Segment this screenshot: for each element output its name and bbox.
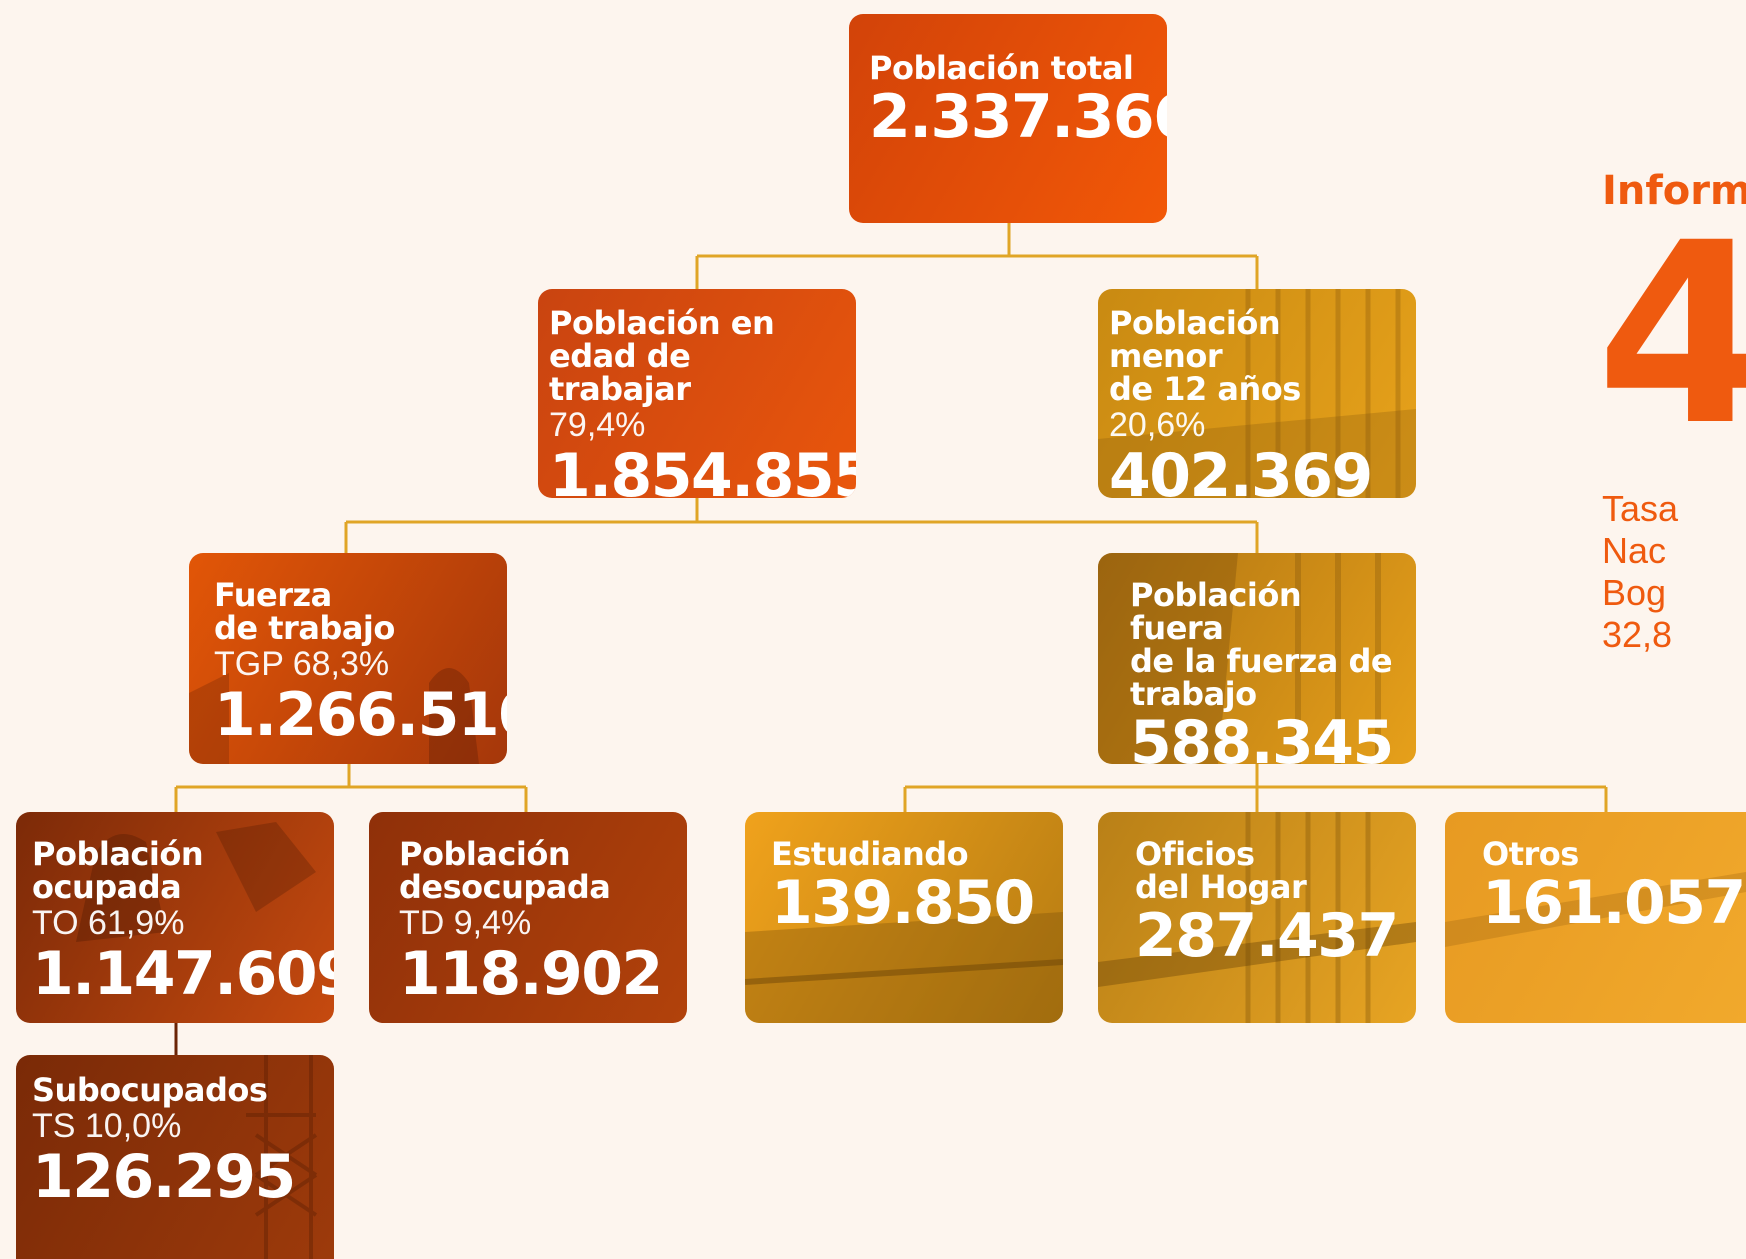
node-value: 402.369: [1109, 441, 1373, 498]
node-value: 161.057: [1482, 868, 1746, 938]
node-rate: TO 61,9%: [32, 904, 185, 942]
node-value: 588.345: [1130, 708, 1394, 764]
node-subocupados: Subocupados TS 10,0% 126.295: [16, 1055, 334, 1259]
node-label: Oficios del Hogar: [1135, 835, 1307, 906]
node-value: 126.295: [32, 1142, 296, 1212]
node-value: 118.902: [399, 939, 663, 1009]
node-poblacion-ocupada: Población ocupada TO 61,9% 1.147.609: [16, 812, 334, 1023]
node-value: 287.437: [1135, 901, 1399, 971]
node-estudiando: Estudiando 139.850: [745, 812, 1063, 1023]
node-oficios-del-hogar: Oficios del Hogar 287.437: [1098, 812, 1416, 1023]
node-value: 2.337.366: [869, 82, 1167, 152]
node-value: 1.854.855: [549, 441, 856, 498]
node-otros: Otros 161.057: [1445, 812, 1746, 1023]
node-poblacion-menor-12: Población menor de 12 años 20,6% 402.369: [1098, 289, 1416, 498]
node-rate: 20,6%: [1109, 406, 1206, 444]
node-label: Población ocupada: [32, 835, 204, 906]
node-label: Población total: [869, 49, 1134, 87]
node-label: Otros: [1482, 835, 1579, 873]
node-fuerza-de-trabajo: Fuerza de trabajo TGP 68,3% 1.266.510: [189, 553, 507, 764]
node-label: Población en edad de trabajar: [549, 304, 775, 408]
node-value: 139.850: [771, 868, 1035, 938]
node-value: 1.266.510: [214, 680, 507, 750]
node-rate: 79,4%: [549, 406, 646, 444]
node-label: Población menor de 12 años: [1109, 304, 1301, 408]
node-label: Subocupados: [32, 1071, 268, 1109]
node-label: Estudiando: [771, 835, 969, 873]
node-poblacion-edad-trabajar: Población en edad de trabajar 79,4% 1.85…: [538, 289, 856, 498]
node-poblacion-desocupada: Población desocupada TD 9,4% 118.902: [369, 812, 687, 1023]
side-panel-title: Informa: [1602, 168, 1746, 214]
side-panel-big-number: 4: [1596, 189, 1746, 480]
node-label: Población fuera de la fuerza de trabajo: [1130, 576, 1393, 713]
side-panel-note: Tasa Nac Bog 32,8: [1602, 488, 1679, 655]
node-fuera-fuerza-de-trabajo: Población fuera de la fuerza de trabajo …: [1098, 553, 1416, 764]
node-rate: TGP 68,3%: [214, 645, 390, 683]
node-poblacion-total: Población total 2.337.366: [849, 14, 1167, 223]
node-value: 1.147.609: [32, 939, 334, 1009]
node-label: Población desocupada: [399, 835, 611, 906]
node-rate: TS 10,0%: [32, 1107, 182, 1145]
node-label: Fuerza de trabajo: [214, 576, 395, 647]
node-rate: TD 9,4%: [399, 904, 532, 942]
